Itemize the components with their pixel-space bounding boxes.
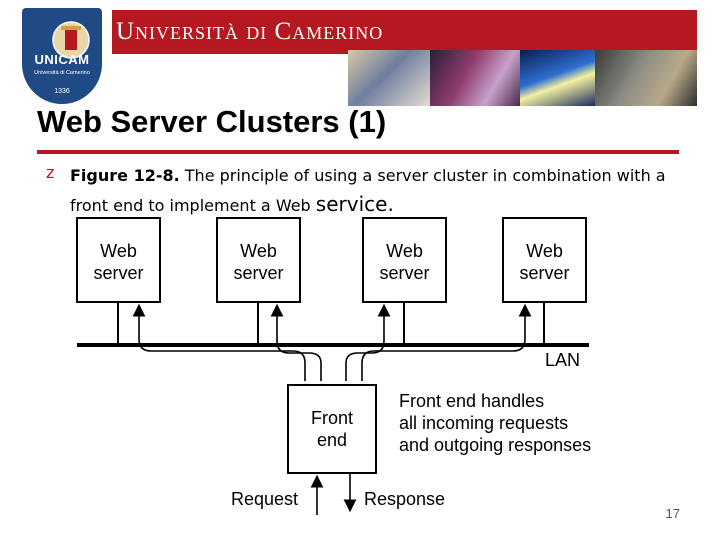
students-photo <box>348 50 430 106</box>
caption-text-end: service. <box>315 192 394 216</box>
server-label-line1: Web <box>100 241 137 261</box>
front-end-line2: end <box>317 430 347 450</box>
front-end-to-server-arrows <box>132 303 532 381</box>
lan-label: LAN <box>545 350 580 370</box>
logo-subtitle: Università di Camerino <box>34 70 90 76</box>
caption-text: The principle of using a server cluster … <box>70 166 666 215</box>
server-label-line2: server <box>233 263 283 283</box>
web-server-3: Web server <box>362 217 447 303</box>
logo-name: UNICAM <box>34 52 90 67</box>
web-server-4: Web server <box>502 217 587 303</box>
response-label: Response <box>364 489 445 509</box>
server-label-line2: server <box>93 263 143 283</box>
title-divider <box>37 150 679 154</box>
z-bullet-icon: ᴢ <box>46 163 55 182</box>
university-title: Università di Camerino <box>116 18 384 45</box>
header-photo-strip <box>348 50 697 106</box>
web-server-1: Web server <box>76 217 161 303</box>
figure-caption: Figure 12-8. The principle of using a se… <box>70 162 690 220</box>
laptop-photo <box>595 50 697 106</box>
figure-reference: Figure 12-8. <box>70 166 180 185</box>
slide-title: Web Server Clusters (1) <box>37 104 387 139</box>
front-end-box: Front end <box>287 384 377 474</box>
server-label-line1: Web <box>386 241 423 261</box>
university-logo: UNICAM Università di Camerino 1336 <box>22 8 102 104</box>
lab-photo <box>430 50 520 106</box>
request-label: Request <box>231 489 298 509</box>
server-label-line1: Web <box>526 241 563 261</box>
front-end-note-line1: Front end handles <box>399 391 544 411</box>
front-end-note-line2: all incoming requests <box>399 413 568 433</box>
cluster-diagram: Web server Web server Web server Web ser… <box>69 215 611 515</box>
header-banner: Università di Camerino <box>112 10 697 54</box>
server-label-line1: Web <box>240 241 277 261</box>
server-label-line2: server <box>379 263 429 283</box>
web-server-2: Web server <box>216 217 301 303</box>
light-photo <box>520 50 595 106</box>
logo-year: 1336 <box>54 88 70 95</box>
crest-icon <box>52 21 90 59</box>
page-number: 17 <box>665 506 680 521</box>
front-end-note-line3: and outgoing responses <box>399 435 591 455</box>
server-label-line2: server <box>519 263 569 283</box>
server-drop-lines <box>117 302 545 345</box>
front-end-line1: Front <box>311 408 353 428</box>
